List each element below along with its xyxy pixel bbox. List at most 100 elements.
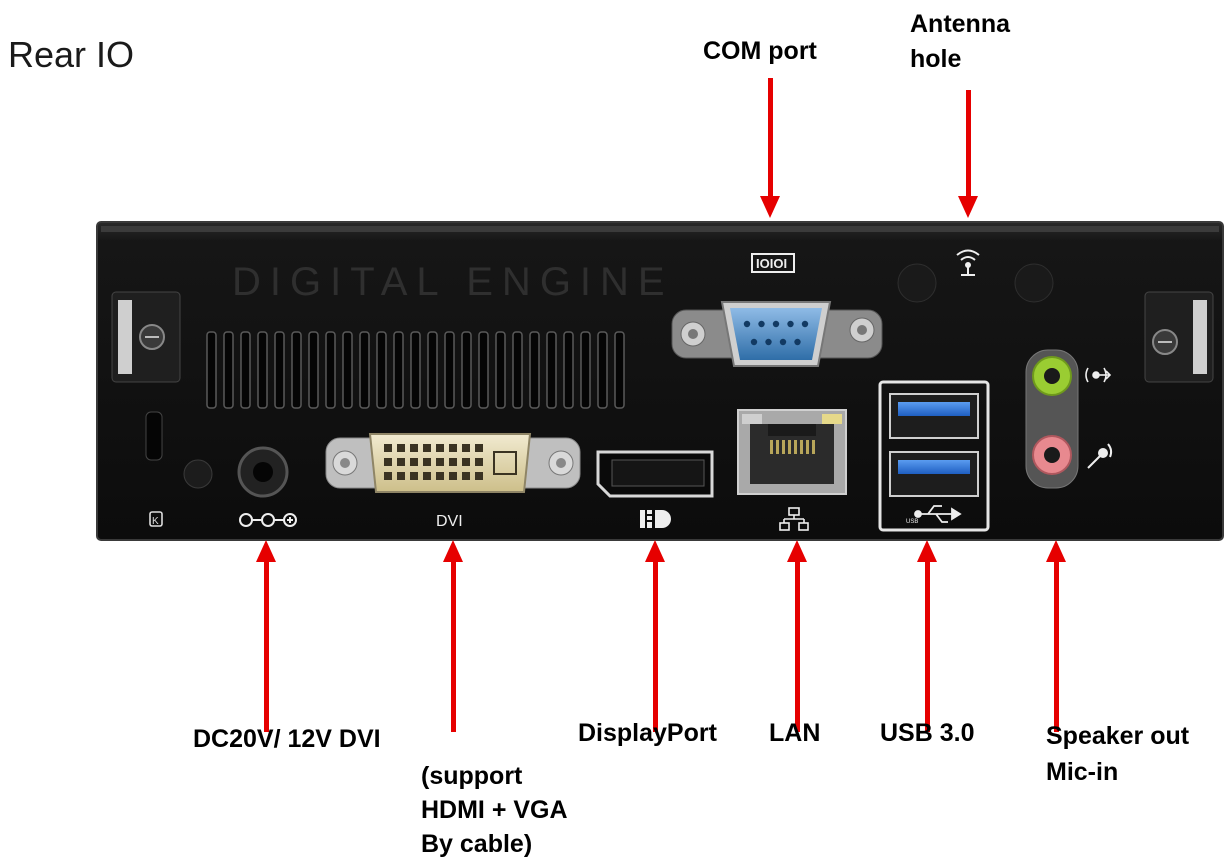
vent-slot [512, 331, 523, 409]
dc-label: DC20V/ 12V DVI [193, 725, 381, 753]
com-port-label: COM port [703, 37, 817, 65]
dvi-pin [449, 444, 457, 452]
vent-slot [291, 331, 302, 409]
vent-slot [427, 331, 438, 409]
lan-arrow [787, 540, 807, 732]
vent-grille [206, 331, 625, 409]
vent-slot [597, 331, 608, 409]
com-pin [787, 320, 794, 328]
vent-slot [529, 331, 540, 409]
svg-text:USB: USB [906, 519, 918, 525]
dvi-pin [462, 458, 470, 466]
microphone-icon [1087, 443, 1113, 469]
vent-slot [580, 331, 591, 409]
displayport-icon [640, 510, 671, 528]
com-pin [801, 320, 809, 328]
lan-pin [812, 440, 815, 454]
lan-pin [788, 440, 791, 454]
lan-pin [776, 440, 779, 454]
vent-slot [223, 331, 234, 409]
vent-slot [274, 331, 285, 409]
vent-slot [461, 331, 472, 409]
dvi-pin [384, 444, 392, 452]
speaker-label: Speaker out [1046, 722, 1190, 750]
com-pin [758, 320, 765, 328]
vent-slot [478, 331, 489, 409]
usb3-connectors: USB [878, 380, 990, 532]
right-bracket [1144, 291, 1214, 383]
dvi-port-label: DVI [436, 513, 463, 530]
dvi-pin [410, 472, 418, 480]
dvi-pin [384, 472, 392, 480]
dvi-pin [449, 458, 457, 466]
antenna-arrow [958, 90, 978, 218]
vent-slot [308, 331, 319, 409]
dc-arrow [256, 540, 276, 732]
com-pin [765, 338, 772, 346]
vent-slot [495, 331, 506, 409]
dvi-pin [410, 458, 418, 466]
dvi-pin [493, 451, 517, 475]
vent-slot [563, 331, 574, 409]
antenna-holes [897, 249, 1054, 303]
dvi-pin [397, 458, 405, 466]
antenna-icon [956, 249, 980, 276]
svg-text:IOIOI: IOIOI [756, 256, 787, 271]
mic-label: Mic-in [1046, 758, 1119, 786]
dvi-note-line3: By cable) [421, 830, 533, 858]
displayport-label: DisplayPort [578, 719, 717, 747]
vent-slot [546, 331, 557, 409]
serial-port-icon: IOIOI [751, 253, 795, 273]
antenna-label-line1: Antenna [910, 10, 1010, 38]
dvi-pin [384, 458, 392, 466]
usb-icon: USB [906, 505, 962, 525]
dvi-note-line1: (support [421, 762, 523, 790]
dvi-pin [423, 472, 431, 480]
usb-arrow [917, 540, 937, 732]
vent-slot [376, 331, 387, 409]
usb-label: USB 3.0 [880, 719, 975, 747]
vent-slot [359, 331, 370, 409]
diagram-title: Rear IO [8, 34, 135, 75]
lan-pin [782, 440, 785, 454]
com-pin [779, 338, 787, 346]
dvi-pin [462, 444, 470, 452]
svg-text:K: K [152, 516, 159, 527]
lan-pin [794, 440, 797, 454]
dvi-pin [436, 458, 444, 466]
vent-slot [614, 331, 625, 409]
displayport-connector [596, 450, 714, 528]
dvi-connector: DVI [325, 433, 581, 530]
vent-slot [257, 331, 268, 409]
kensington-lock: K [145, 411, 163, 527]
brand-text: DIGITAL ENGINE [232, 260, 674, 304]
dvi-pin [397, 444, 405, 452]
audio-jacks [1025, 349, 1113, 489]
dvi-pin [410, 444, 418, 452]
antenna-label-line2: hole [910, 45, 962, 73]
dc-jack [237, 446, 297, 527]
dvi-pin [436, 444, 444, 452]
dvi-pin [462, 472, 470, 480]
dvi-pin [449, 472, 457, 480]
lan-connector [737, 409, 847, 531]
lan-pin [806, 440, 809, 454]
dvi-pin [423, 458, 431, 466]
com-pin [772, 320, 780, 328]
vent-slot [393, 331, 404, 409]
com-port-connector: IOIOI [671, 253, 883, 367]
round-button [183, 459, 213, 489]
lan-label: LAN [769, 719, 821, 747]
dvi-pin [436, 472, 444, 480]
vent-slot [410, 331, 421, 409]
vent-slot [240, 331, 251, 409]
com-pin [794, 338, 801, 346]
dvi-note-line2: HDMI + VGA [421, 796, 568, 824]
dvi-arrow [443, 540, 463, 732]
speaker-icon [1085, 367, 1112, 383]
com-pin [743, 320, 751, 328]
vent-slot [342, 331, 353, 409]
dvi-pin [423, 444, 431, 452]
displayport-arrow [645, 540, 665, 732]
